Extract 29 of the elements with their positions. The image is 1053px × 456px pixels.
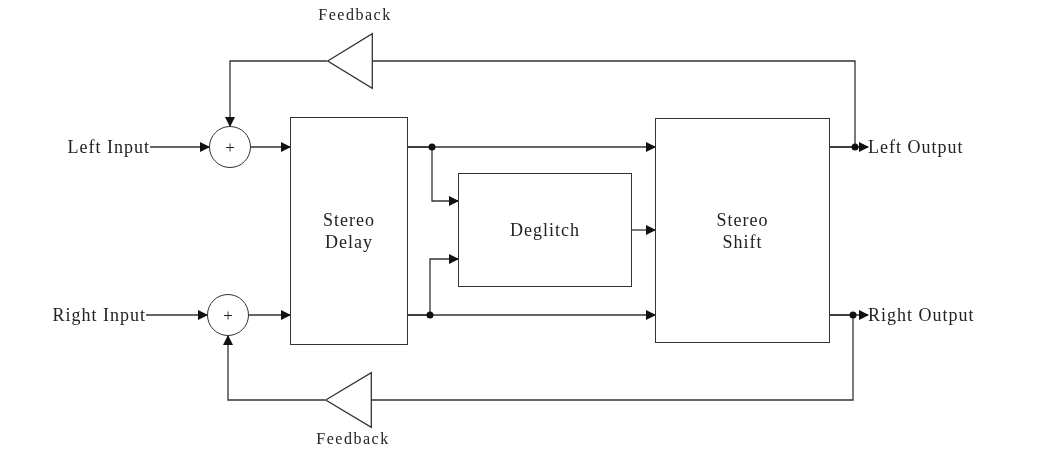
signal-arrow [248, 310, 291, 320]
signal-arrow [223, 335, 326, 401]
amplifier-triangle [327, 33, 373, 89]
signal-arrow [407, 254, 459, 316]
signal-arrow [250, 142, 291, 152]
process-block [290, 117, 408, 345]
signal-line [371, 314, 854, 401]
block-label: Stereo Delay [322, 209, 376, 253]
feedback-label: Feedback [317, 5, 393, 25]
signal-arrow [631, 225, 656, 235]
plus-sign: + [225, 138, 235, 156]
signal-arrow [225, 60, 328, 127]
summing-junction [207, 294, 249, 336]
process-block [655, 118, 830, 343]
signal-label: Right Output [868, 303, 1053, 327]
block-label: Stereo Shift [715, 208, 770, 253]
signal-arrow [407, 146, 459, 206]
amplifier-triangle [325, 372, 372, 428]
signal-label: Left Output [868, 135, 1048, 159]
signal-label: Right Input [12, 303, 146, 327]
signal-arrow [149, 142, 210, 152]
block-label: Deglitch [510, 219, 580, 241]
plus-sign: + [223, 306, 233, 324]
process-block [458, 173, 632, 287]
summing-junction [209, 126, 251, 168]
signal-line [372, 60, 856, 148]
signal-label: Left Input [20, 135, 150, 159]
signal-arrow [145, 310, 208, 320]
feedback-label: Feedback [315, 429, 391, 449]
